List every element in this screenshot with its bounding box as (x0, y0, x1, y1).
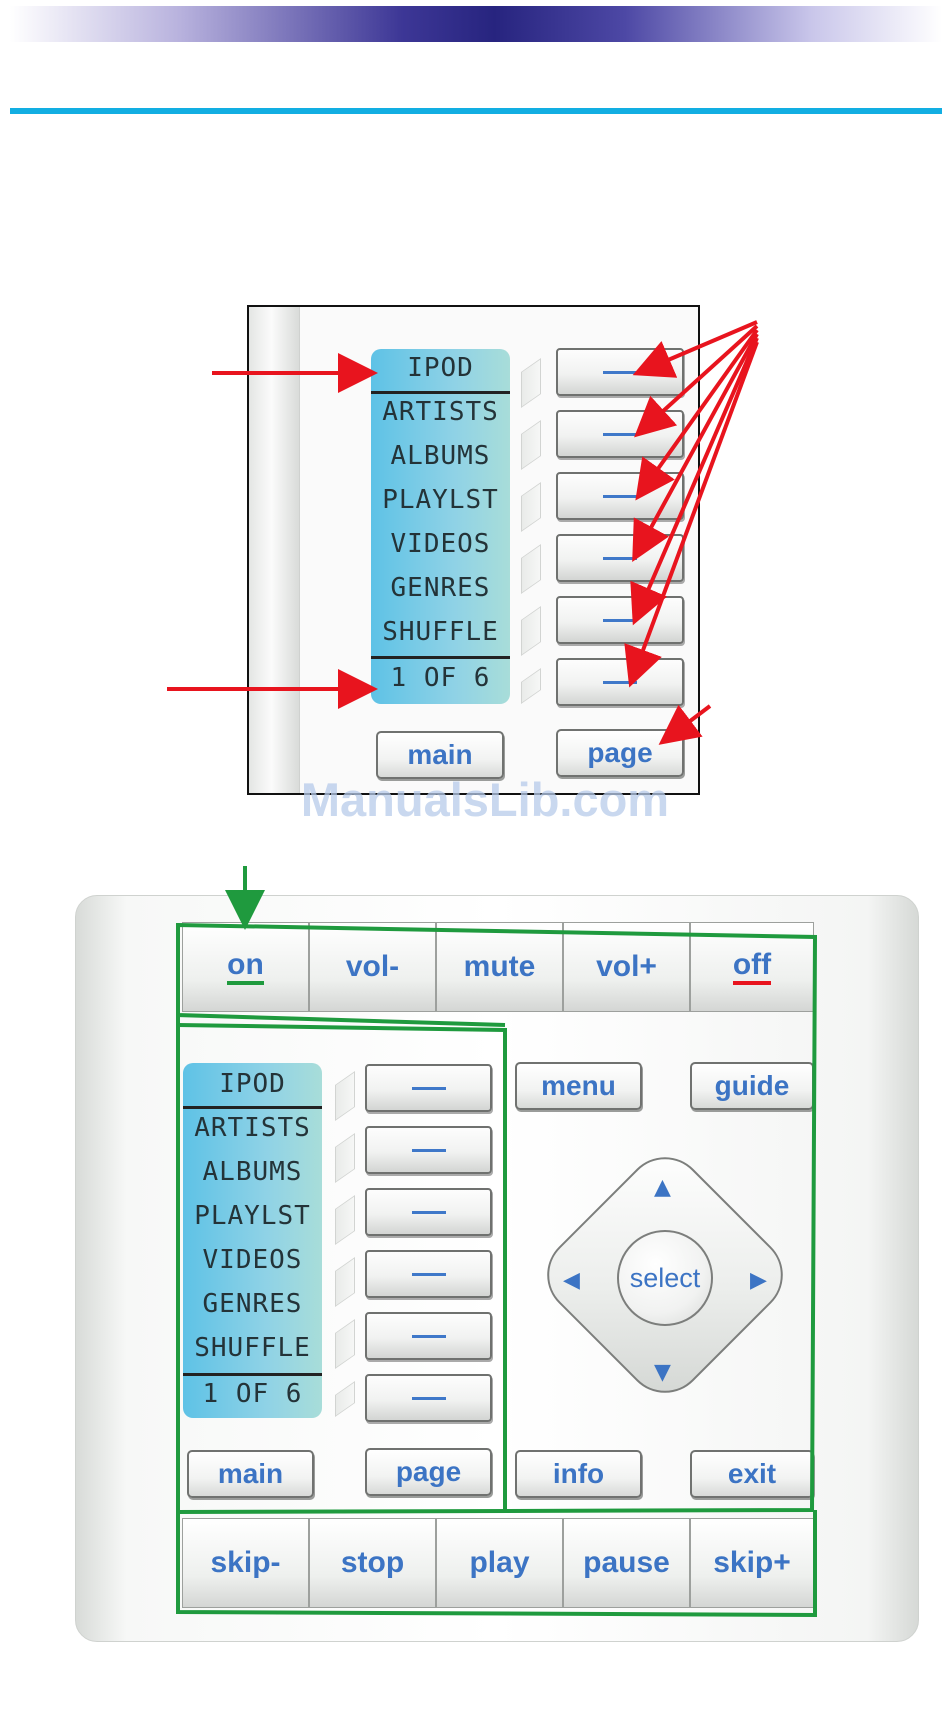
green-outlines (0, 0, 950, 1715)
